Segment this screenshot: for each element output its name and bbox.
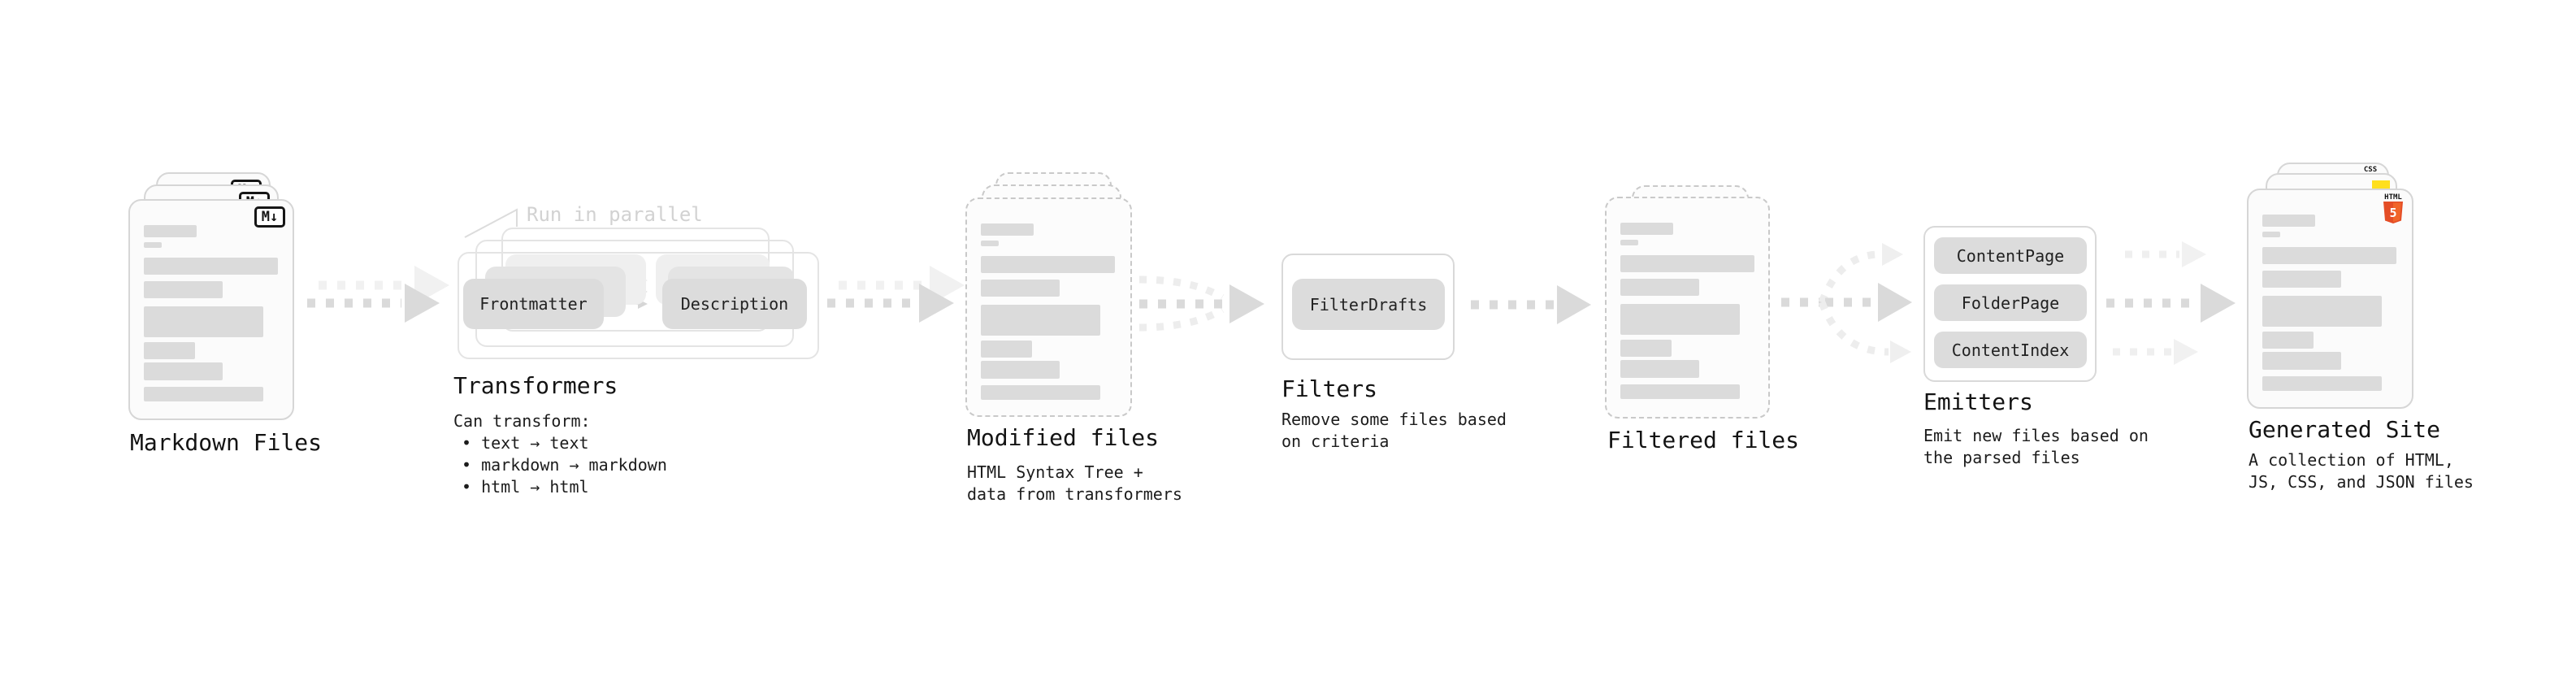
placeholder-line <box>981 256 1115 273</box>
markdown-file-card: M↓ <box>128 199 294 420</box>
description-line: the parsed files <box>1923 448 2080 467</box>
placeholder-line <box>144 242 162 248</box>
modified-file-card <box>965 197 1132 417</box>
emitters-description: Emit new files based on the parsed files <box>1923 425 2149 469</box>
description-line: A collection of HTML, <box>2249 450 2454 470</box>
placeholder-line <box>144 342 195 359</box>
stage-title-filters: Filters <box>1281 375 1378 402</box>
stage-title-markdown-files: Markdown Files <box>130 429 323 456</box>
placeholder-line <box>2262 332 2314 349</box>
transformers-subtitle: Can transform: <box>453 411 591 431</box>
html5-shield-glyph: 5 <box>2389 206 2396 220</box>
filtered-file-card <box>1605 197 1770 419</box>
frontmatter-box: Frontmatter <box>463 279 604 329</box>
description-line: Remove some files based <box>1281 410 1507 429</box>
placeholder-line <box>2262 247 2396 264</box>
generated-html-file-card: HTML 5 <box>2247 189 2413 409</box>
placeholder-line <box>981 223 1034 236</box>
description-box: Description <box>662 279 807 329</box>
placeholder-line <box>981 361 1060 379</box>
placeholder-line <box>2262 376 2382 391</box>
transform-bullet: • markdown → markdown <box>462 455 667 475</box>
arrow-filters-to-filtered <box>1471 285 1591 324</box>
html5-shield: 5 <box>2383 202 2403 223</box>
placeholder-line <box>2262 296 2382 327</box>
description-line: on criteria <box>1281 432 1390 451</box>
stage-title-modified-files: Modified files <box>967 424 1160 451</box>
contentpage-box: ContentPage <box>1934 237 2087 274</box>
placeholder-line <box>1620 360 1699 378</box>
placeholder-line <box>1620 223 1673 235</box>
placeholder-line <box>1620 304 1740 335</box>
arrow-emitters-to-generated <box>2106 241 2236 365</box>
placeholder-line <box>2262 352 2341 370</box>
html5-icon: HTML 5 <box>2383 193 2404 227</box>
placeholder-line <box>1620 384 1740 399</box>
placeholder-line <box>144 281 223 298</box>
placeholder-line <box>144 362 223 380</box>
placeholder-line <box>1620 279 1699 296</box>
placeholder-line <box>1620 340 1672 357</box>
arrow-transformers-to-modified <box>827 266 965 323</box>
stage-title-generated-site: Generated Site <box>2249 416 2441 443</box>
description-line: data from transformers <box>967 484 1182 504</box>
arrow-filtered-to-emitters <box>1781 243 1912 363</box>
placeholder-line <box>981 385 1100 400</box>
placeholder-line <box>2262 271 2341 288</box>
description-line: JS, CSS, and JSON files <box>2249 472 2474 492</box>
placeholder-line <box>144 306 263 337</box>
transform-bullet: • text → text <box>462 433 589 453</box>
run-in-parallel-annotation: Run in parallel <box>527 203 703 226</box>
transformer-layer-front <box>458 252 819 359</box>
placeholder-line <box>981 305 1100 336</box>
modified-files-description: HTML Syntax Tree + data from transformer… <box>967 462 1182 505</box>
placeholder-line <box>2262 232 2280 237</box>
description-line: Emit new files based on <box>1923 426 2149 445</box>
placeholder-line <box>981 241 999 246</box>
placeholder-line <box>144 225 197 237</box>
placeholder-line <box>2262 215 2315 227</box>
transform-bullet: • html → html <box>462 477 589 497</box>
stage-title-transformers: Transformers <box>453 372 618 399</box>
filterdrafts-box: FilterDrafts <box>1292 279 1445 330</box>
css-icon-label: CSS <box>2363 166 2378 174</box>
filters-description: Remove some files based on criteria <box>1281 409 1507 453</box>
html5-icon-label: HTML <box>2384 193 2402 202</box>
stage-title-emitters: Emitters <box>1923 388 2033 415</box>
js-icon <box>2372 180 2390 189</box>
transformers-description: Can transform: • text → text • markdown … <box>453 410 667 498</box>
folderpage-box: FolderPage <box>1934 284 2087 321</box>
placeholder-line <box>981 340 1032 358</box>
arrow-markdown-to-transformers <box>307 266 449 323</box>
stage-title-filtered-files: Filtered files <box>1607 427 1800 453</box>
markdown-icon: M↓ <box>254 206 285 228</box>
placeholder-line <box>1620 255 1754 272</box>
placeholder-line <box>981 280 1060 297</box>
generated-site-description: A collection of HTML, JS, CSS, and JSON … <box>2249 449 2474 493</box>
placeholder-line <box>144 387 263 401</box>
arrow-modified-to-filters <box>1138 275 1264 332</box>
description-line: HTML Syntax Tree + <box>967 462 1143 482</box>
placeholder-line <box>144 258 278 275</box>
contentindex-box: ContentIndex <box>1934 332 2087 368</box>
placeholder-line <box>1620 240 1638 245</box>
